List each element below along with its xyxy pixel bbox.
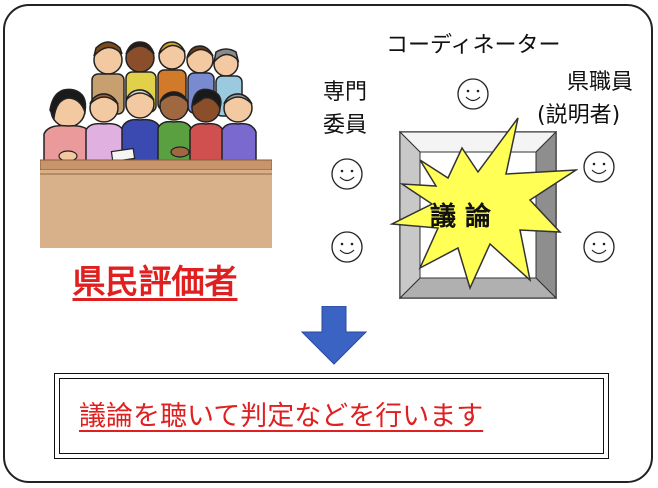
result-box-inner-border bbox=[59, 378, 604, 454]
down-arrow-icon bbox=[300, 306, 368, 365]
result-box: 議論を聴いて判定などを行います bbox=[54, 373, 609, 459]
smiley-expert-upper-icon bbox=[331, 158, 363, 190]
expert-label-line1: 専門 bbox=[323, 80, 368, 105]
jury-title: 県民評価者 bbox=[72, 262, 238, 301]
official-label-line1: 県職員 bbox=[567, 70, 634, 95]
expert-label-line2: 委員 bbox=[323, 113, 368, 138]
smiley-official-upper-icon bbox=[583, 151, 615, 183]
discussion-burst-shape bbox=[389, 117, 578, 291]
jury-illustration bbox=[40, 41, 272, 248]
discussion-table bbox=[389, 117, 578, 300]
smiley-expert-lower-icon bbox=[331, 231, 363, 263]
discussion-label: 議 論 bbox=[430, 202, 492, 232]
smiley-official-lower-icon bbox=[583, 231, 615, 263]
official-label-line2: (説明者) bbox=[537, 103, 621, 128]
smiley-coordinator-icon bbox=[457, 78, 489, 110]
coordinator-label: コーディネーター bbox=[386, 33, 561, 58]
result-text: 議論を聴いて判定などを行います bbox=[79, 401, 484, 432]
